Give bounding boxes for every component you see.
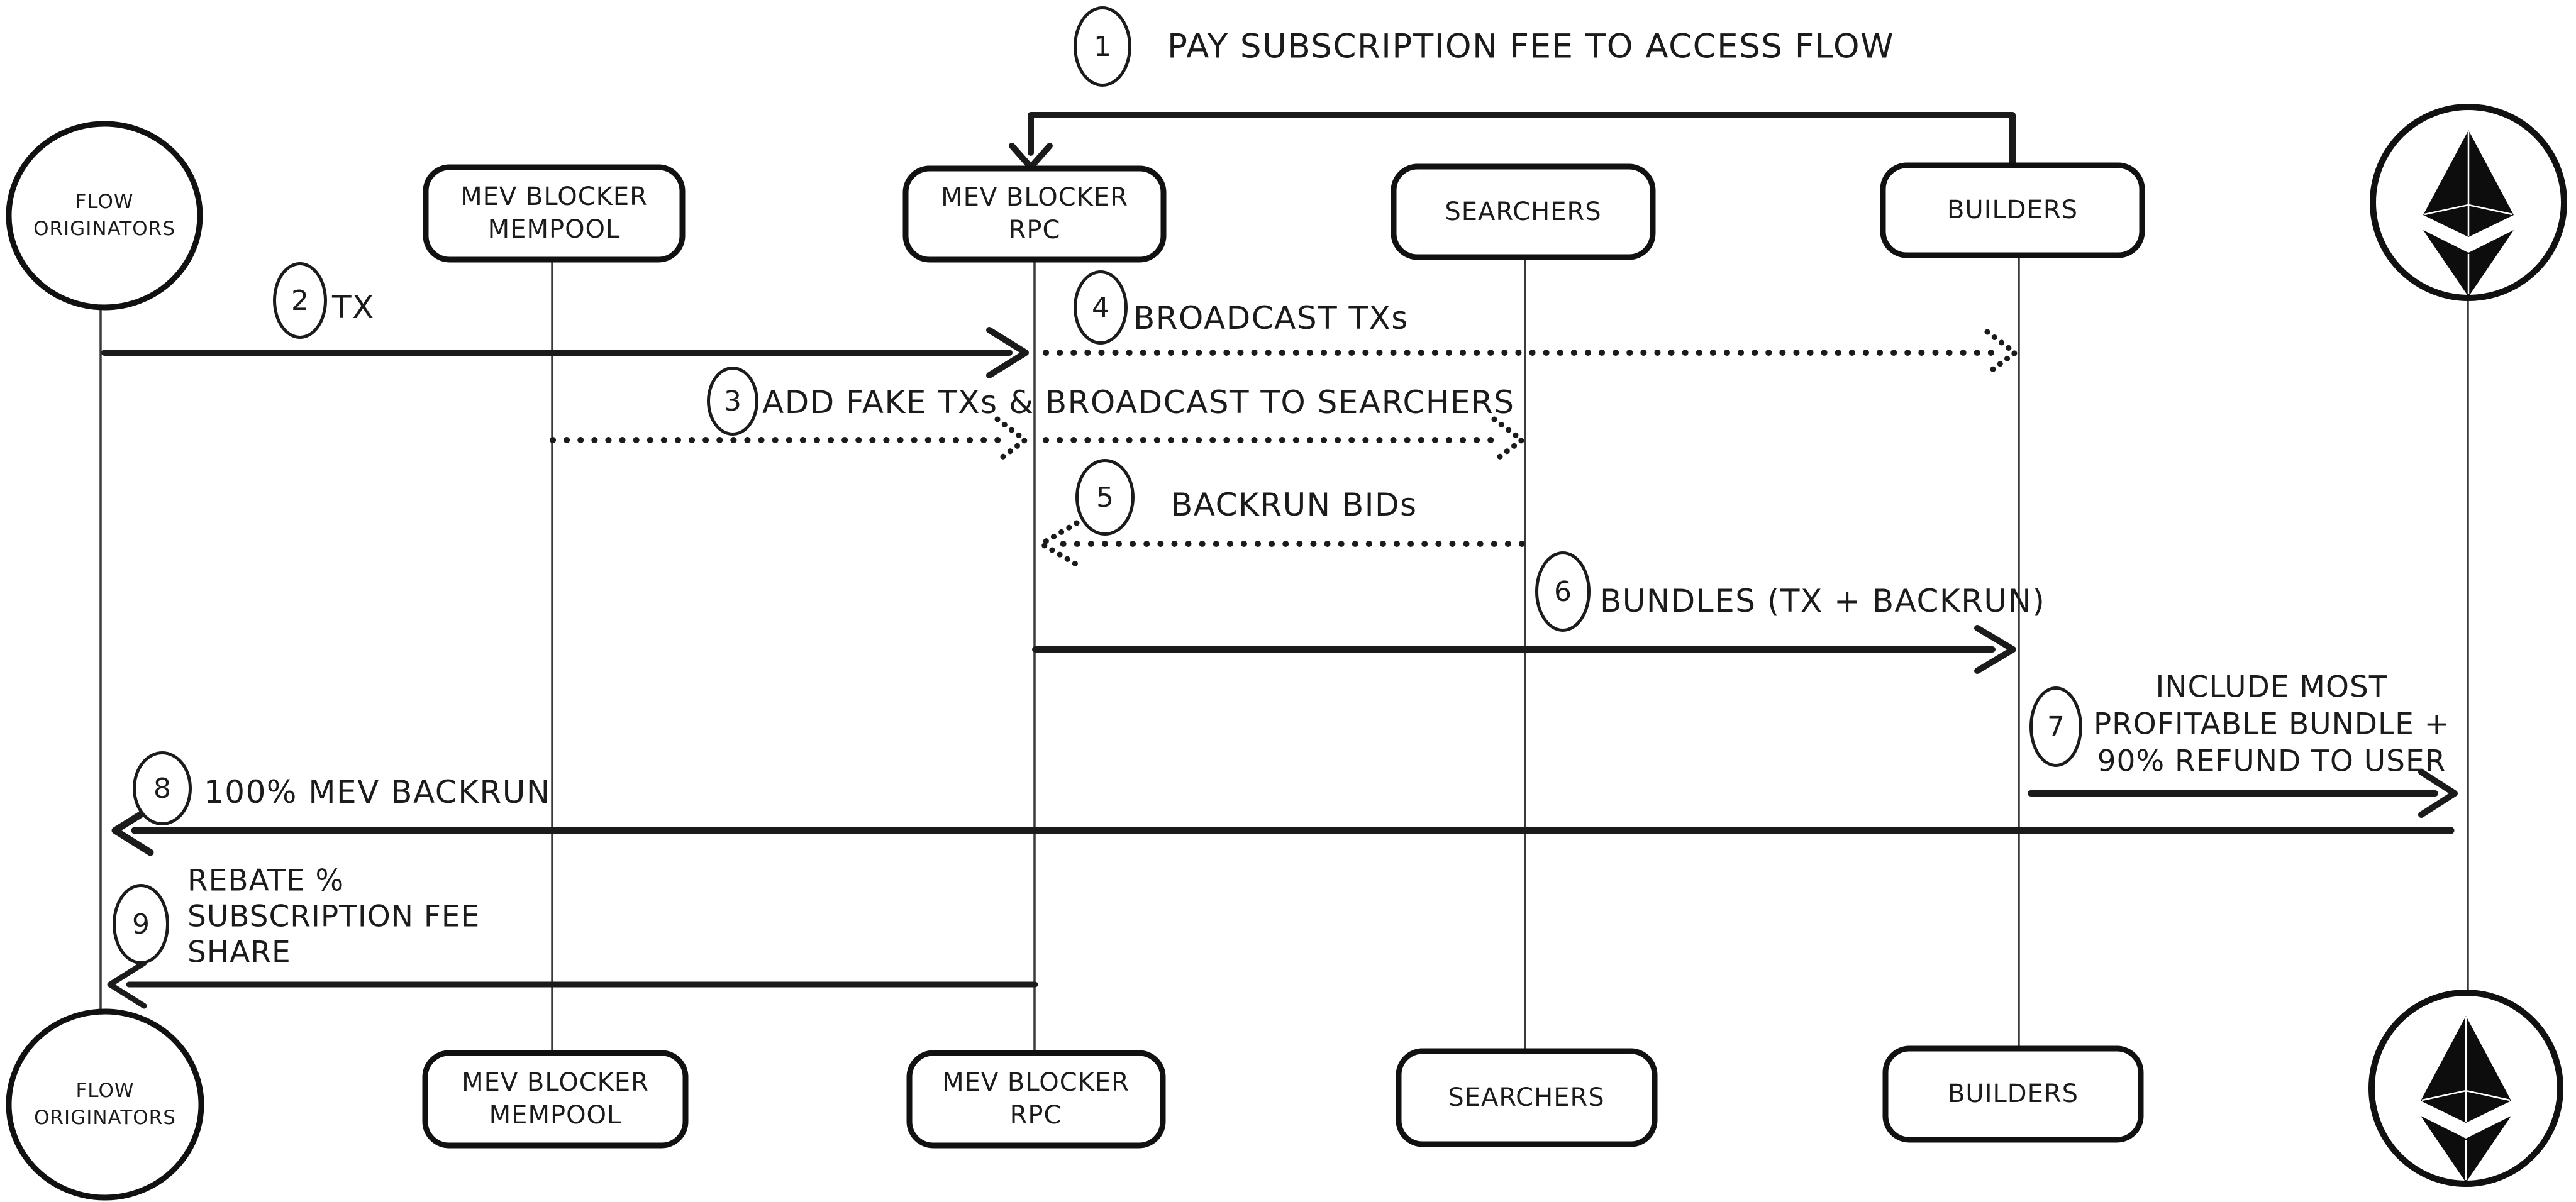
step-label-6: BUNDLES (TX + BACKRUN)	[1600, 583, 2046, 619]
step-label-line: PROFITABLE BUNDLE +	[2093, 707, 2450, 742]
step-badge-5: 5	[1075, 459, 1135, 536]
actor-label-line: MEV BLOCKER	[460, 182, 648, 211]
step-label-line: INCLUDE MOST	[2155, 670, 2388, 705]
actor-label-line: MEV BLOCKER	[941, 183, 1128, 212]
actor-label-line: ORIGINATORS	[34, 1106, 176, 1129]
step-badge-2: 2	[273, 262, 327, 339]
actor-label-line: BUILDERS	[1946, 196, 2079, 224]
actor-shapes-top	[6, 104, 2567, 311]
step-label-8: 100% MEV BACKRUN	[204, 774, 551, 810]
step-label-5: BACKRUN BIDs	[1171, 487, 1418, 523]
step-label-3: ADD FAKE TXs & BROADCAST TO SEARCHERS	[762, 384, 1515, 421]
actor-circle-flow-originators-bottom	[6, 1008, 204, 1201]
actor-label-flow-originators-bottom: FLOW ORIGINATORS	[34, 1078, 176, 1132]
arrowhead-step3-rpc	[994, 416, 1028, 464]
actor-box-searchers-bottom	[1396, 1048, 1658, 1147]
step-number: 5	[1096, 481, 1114, 514]
actor-label-line: ORIGINATORS	[33, 218, 175, 240]
actor-label-line: MEV BLOCKER	[942, 1068, 1130, 1097]
actor-label-line: MEMPOOL	[489, 1101, 622, 1130]
arrowhead-step5-left	[1038, 520, 1080, 568]
step-badge-7: 7	[2029, 686, 2082, 767]
step-badge-6: 6	[1535, 551, 1591, 632]
ethereum-icon	[2421, 1016, 2511, 1183]
actor-label-mempool-top: MEV BLOCKER MEMPOOL	[460, 180, 648, 246]
step-label-9: REBATE % SUBSCRIPTION FEE SHARE	[187, 863, 480, 971]
actor-label-line: BUILDERS	[1947, 1079, 2079, 1108]
actor-box-searchers-top	[1391, 163, 1656, 260]
step-number: 8	[153, 772, 171, 805]
arrowhead-step7-right	[2418, 769, 2458, 818]
step-number: 4	[1092, 291, 1109, 324]
step-badge-9: 9	[113, 884, 169, 964]
step-number: 1	[1094, 30, 1111, 63]
step-number: 3	[724, 385, 741, 417]
step-badge-4: 4	[1074, 270, 1128, 345]
step-number: 2	[291, 284, 309, 317]
actor-label-line: FLOW	[75, 1079, 135, 1102]
actor-label-rpc-top: MEV BLOCKER RPC	[941, 181, 1128, 246]
step-badge-3: 3	[707, 367, 758, 436]
step-badge-1: 1	[1074, 6, 1131, 87]
arrowhead-step9-left	[107, 960, 147, 1009]
actor-label-line: MEMPOOL	[487, 215, 621, 244]
step-label-1: PAY SUBSCRIPTION FEE TO ACCESS FLOW	[1167, 27, 1895, 66]
message-arrows	[101, 112, 2458, 1009]
actor-label-line: FLOW	[75, 190, 134, 213]
actor-shapes-bottom	[6, 990, 2563, 1201]
actor-box-mempool-bottom	[422, 1050, 689, 1149]
actor-label-line: SEARCHERS	[1448, 1083, 1605, 1112]
actor-box-builders-bottom	[1882, 1045, 2144, 1143]
step-label-7: INCLUDE MOST PROFITABLE BUNDLE + 90% REF…	[2094, 669, 2450, 780]
actor-label-builders-top: BUILDERS	[1947, 194, 2078, 226]
arrowhead-step2-right	[986, 327, 1029, 378]
actor-label-line: RPC	[1008, 216, 1061, 245]
arrowhead-step8-left	[111, 805, 154, 856]
actor-label-rpc-bottom: MEV BLOCKER RPC	[942, 1066, 1130, 1132]
step-number: 9	[132, 908, 150, 940]
step-label-4: BROADCAST TXs	[1133, 300, 1409, 336]
step-label-line: SUBSCRIPTION FEE	[187, 899, 480, 934]
actor-label-searchers-bottom: SEARCHERS	[1448, 1081, 1604, 1114]
step-badge-8: 8	[133, 751, 192, 825]
actor-label-mempool-bottom: MEV BLOCKER MEMPOOL	[462, 1066, 649, 1132]
arrow-step1	[1028, 112, 2016, 168]
arrowhead-step3-searchers	[1491, 416, 1525, 464]
actor-circle-flow-originators-top	[6, 121, 203, 311]
actor-box-rpc-bottom	[906, 1050, 1166, 1149]
actor-label-searchers-top: SEARCHERS	[1445, 196, 1601, 228]
step-label-line: REBATE %	[187, 863, 345, 898]
actor-box-rpc-top	[902, 165, 1167, 263]
actor-label-line: MEV BLOCKER	[462, 1068, 649, 1097]
step-label-line: SHARE	[187, 935, 291, 970]
ethereum-icon	[2423, 130, 2514, 297]
step-label-line: 90% REFUND TO USER	[2097, 744, 2446, 779]
actor-box-builders-top	[1880, 162, 2145, 258]
arrowhead-step6-right	[1974, 625, 2016, 674]
step-label-2: TX	[332, 289, 375, 326]
step-number: 7	[2047, 710, 2065, 743]
actor-box-mempool-top	[423, 164, 686, 263]
step-number: 6	[1554, 575, 1572, 608]
lifelines	[99, 256, 2469, 1052]
actor-label-line: RPC	[1009, 1101, 1062, 1130]
actor-label-builders-bottom: BUILDERS	[1948, 1078, 2079, 1110]
actor-label-line: SEARCHERS	[1445, 197, 1602, 226]
arrowhead-step4-right	[1984, 329, 2018, 377]
actor-label-flow-originators-top: FLOW ORIGINATORS	[33, 189, 175, 243]
